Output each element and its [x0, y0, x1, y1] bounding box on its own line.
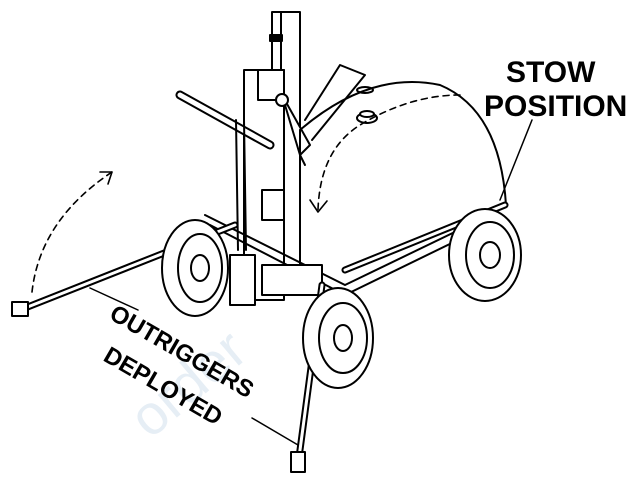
- position-label: POSITION: [484, 90, 628, 123]
- motion-arrow-left: [31, 171, 113, 293]
- stow-bracket: [304, 64, 378, 141]
- mast: [243, 11, 301, 301]
- stow-label: STOW: [506, 56, 596, 89]
- leader-outriggers-front: [251, 417, 299, 446]
- wheel-right: [448, 208, 522, 302]
- handle: [175, 90, 275, 251]
- motion-arrow-right: [317, 94, 461, 211]
- leader-stow: [499, 119, 533, 201]
- wheel-front: [302, 287, 374, 389]
- body-dome: [299, 81, 507, 281]
- wheel-left: [161, 219, 229, 317]
- leader-outriggers-left: [89, 287, 139, 311]
- base-frame: [204, 214, 496, 306]
- arrowhead-left: [99, 171, 113, 185]
- arrowhead-right: [309, 199, 328, 213]
- winch-lever: [275, 93, 311, 166]
